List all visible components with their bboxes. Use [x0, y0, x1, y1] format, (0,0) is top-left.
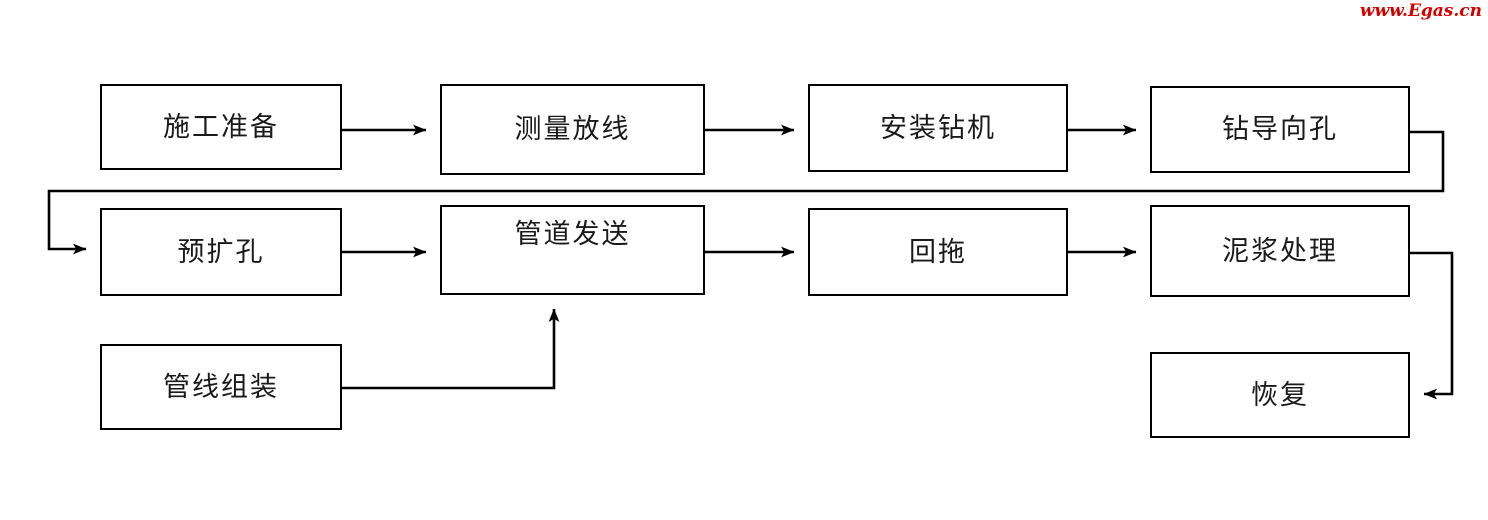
node-anzhuangzuanji[interactable]: 安装钻机: [808, 84, 1068, 172]
node-label: 预扩孔: [177, 236, 265, 268]
edge-guanxianzuzhuang-to-guandaofasong: [342, 308, 560, 390]
node-label: 泥浆处理: [1222, 235, 1338, 267]
node-nijiangchuli[interactable]: 泥浆处理: [1150, 205, 1410, 297]
node-label: 安装钻机: [880, 112, 996, 144]
node-label: 测量放线: [514, 114, 631, 145]
node-yukuokong[interactable]: 预扩孔: [100, 208, 342, 296]
node-label: 管线组装: [163, 371, 279, 403]
node-label: 钻导向孔: [1222, 114, 1338, 145]
site-watermark: www.Egas.cn: [1359, 1, 1482, 21]
node-label: 管道发送: [514, 219, 631, 250]
node-huituo[interactable]: 回拖: [808, 208, 1068, 296]
node-celiangfangxian[interactable]: 测量放线: [440, 84, 705, 175]
node-guanxianzuzhuang[interactable]: 管线组装: [100, 344, 342, 430]
node-huifu[interactable]: 恢复: [1150, 352, 1410, 438]
node-zuandaoxiangkong[interactable]: 钻导向孔: [1150, 86, 1410, 173]
node-guandaofasong[interactable]: 管道发送: [440, 205, 705, 295]
node-label: 回拖: [909, 236, 967, 268]
node-label: 恢复: [1251, 379, 1309, 411]
edge-nijiangchuli-to-huifu: [1410, 251, 1454, 400]
node-label: 施工准备: [163, 111, 279, 143]
node-shigongzhunbei[interactable]: 施工准备: [100, 84, 342, 170]
